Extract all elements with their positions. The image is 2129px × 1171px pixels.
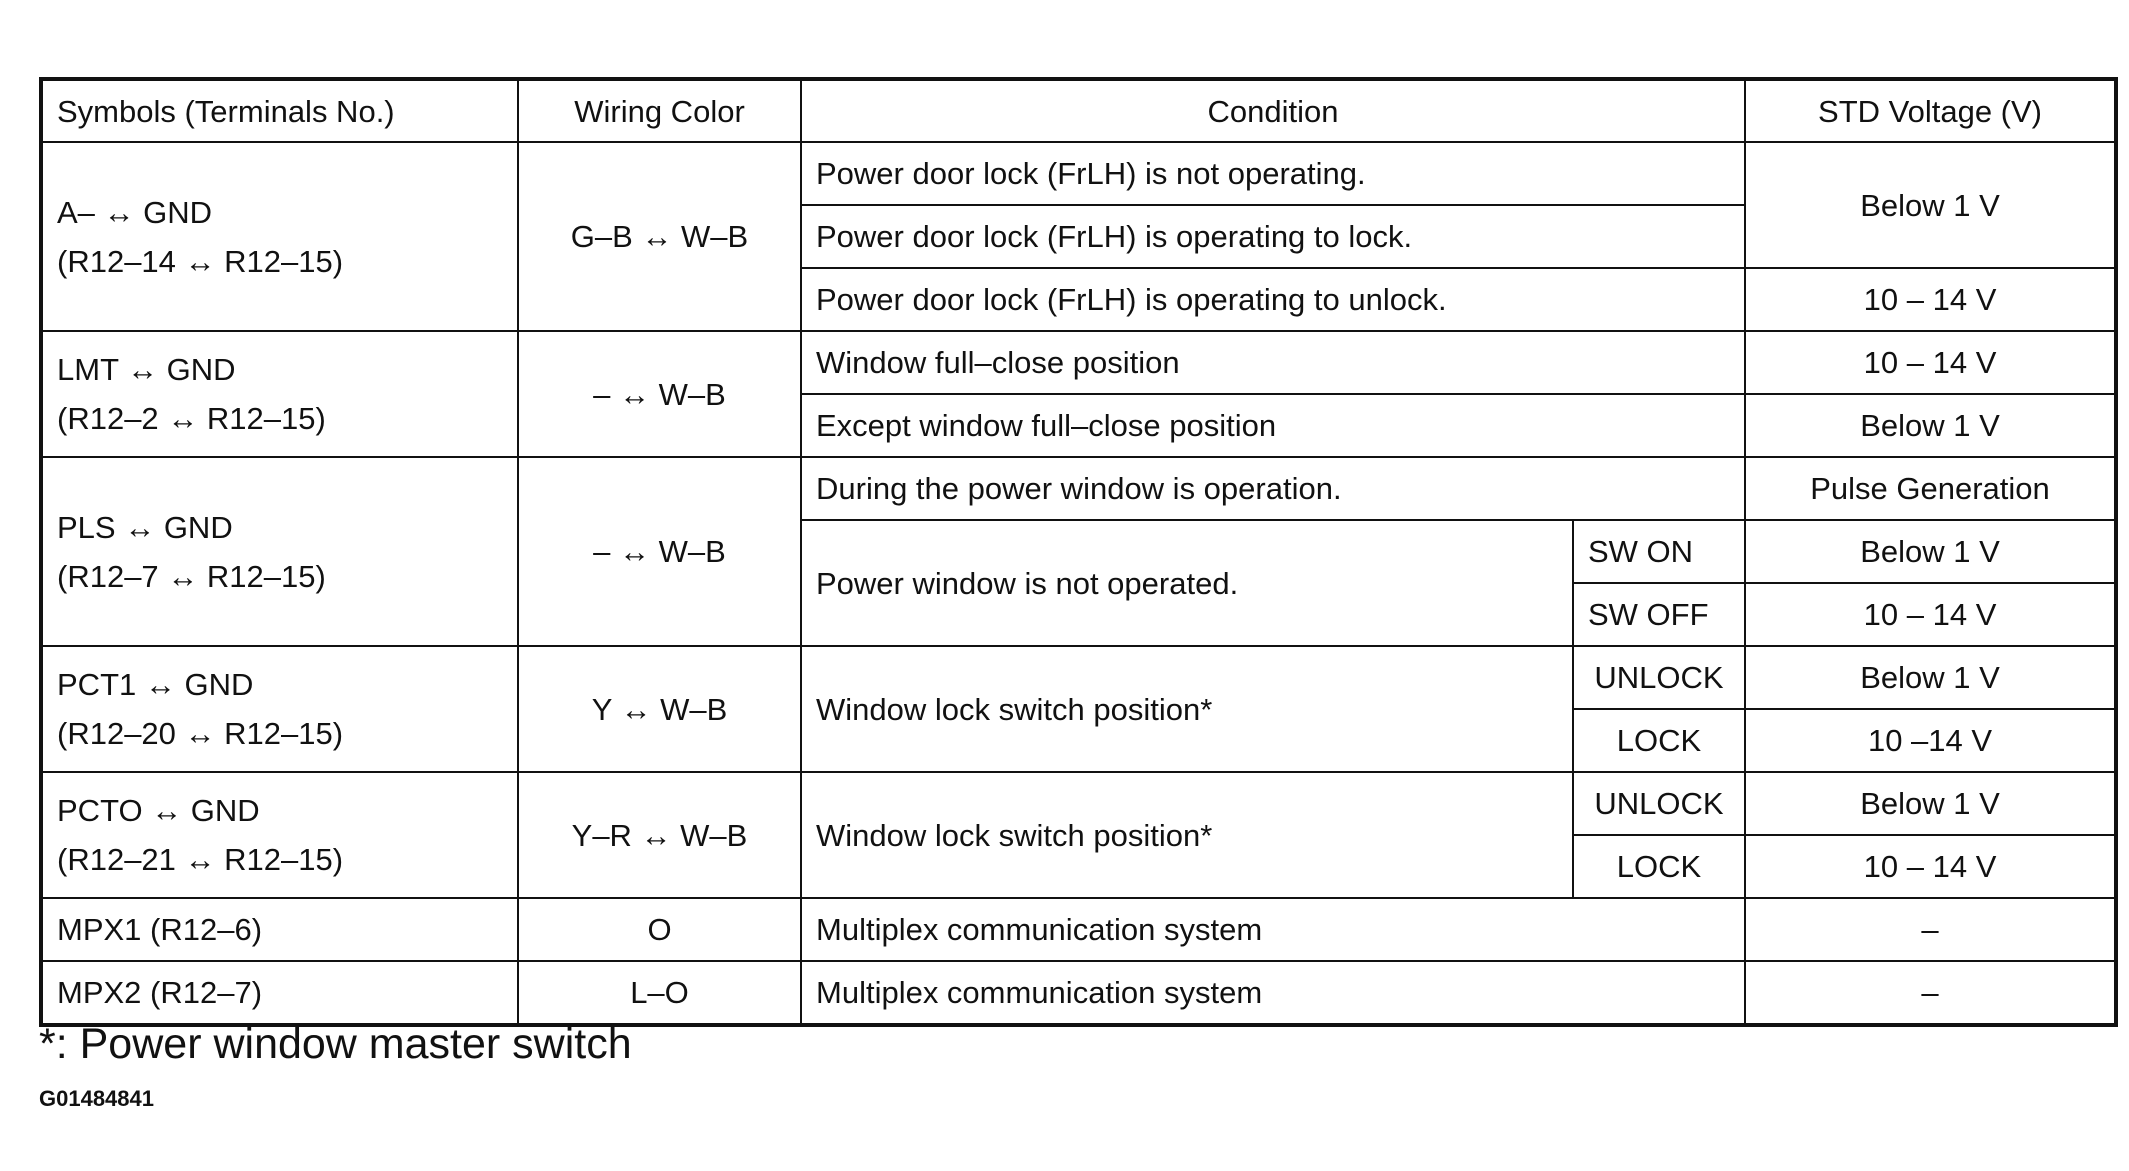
terminal-label: (R12–7 ↔ R12–15)	[57, 558, 326, 594]
voltage-cell: Pulse Generation	[1744, 456, 2118, 521]
symbol-cell-lmt: LMT ↔ GND (R12–2 ↔ R12–15)	[40, 330, 519, 458]
condition-cell: Window lock switch position*	[800, 771, 1574, 899]
voltage-cell: 10 – 14 V	[1744, 582, 2118, 647]
condition-cell: Except window full–close position	[799, 393, 1747, 458]
switch-state-cell: UNLOCK	[1571, 771, 1747, 836]
terminal-label: (R12–2 ↔ R12–15)	[57, 401, 326, 436]
symbol-cell-pcto: PCTO ↔ GND (R12–21 ↔ R12–15)	[40, 771, 519, 899]
symbol-label: A– ↔ GND	[57, 194, 213, 230]
symbol-label: PCT1 ↔ GND	[57, 667, 254, 702]
voltage-cell: –	[1744, 897, 2118, 962]
table-row: Power door lock (FrLH) is operating to l…	[41, 204, 2116, 269]
table-row: MPX2 (R12–7) L–O Multiplex communication…	[40, 960, 2118, 1026]
table-row: Except window full–close position Below …	[41, 393, 2118, 458]
switch-state-cell: SW ON	[1571, 519, 1747, 584]
switch-state-cell: UNLOCK	[1571, 645, 1747, 710]
footnote: *: Power window master switch	[39, 1020, 632, 1068]
wiring-cell-mpx2: L–O	[517, 960, 802, 1026]
table-row: LOCK 10 –14 V	[41, 708, 2118, 773]
header-symbols: Symbols (Terminals No.)	[40, 78, 519, 143]
terminal-voltage-table: Symbols (Terminals No.) Wiring Color Con…	[39, 77, 2119, 1027]
condition-cell: Power door lock (FrLH) is not operating.	[799, 141, 1747, 206]
voltage-cell: 10 – 14 V	[1744, 834, 2118, 899]
condition-cell: Power window is not operated.	[800, 519, 1574, 647]
voltage-cell: Below 1 V	[1744, 393, 2118, 458]
wiring-cell-pct1: Y ↔ W–B	[517, 645, 802, 773]
header-wiring-color: Wiring Color	[517, 78, 802, 143]
figure-id: G01484841	[39, 1086, 154, 1111]
symbol-label: LMT ↔ GND	[57, 352, 236, 387]
symbol-cell-pct1: PCT1 ↔ GND (R12–20 ↔ R12–15)	[40, 645, 519, 773]
switch-state-cell: SW OFF	[1571, 582, 1747, 647]
terminal-label: (R12–14 ↔ R12–15)	[57, 243, 344, 279]
terminal-label: (R12–20 ↔ R12–15)	[57, 716, 344, 751]
wiring-cell-mpx1: O	[517, 897, 802, 962]
terminal-label: (R12–21 ↔ R12–15)	[57, 842, 344, 877]
voltage-cell: Below 1 V	[1744, 519, 2118, 584]
switch-state-cell: LOCK	[1571, 834, 1747, 899]
table-row: LOCK 10 – 14 V	[41, 834, 2118, 899]
table-row: Power window is not operated. SW ON Belo…	[41, 519, 2118, 647]
symbol-label: PLS ↔ GND	[57, 509, 233, 545]
table-row: A– ↔ GND (R12–14 ↔ R12–15) G–B ↔ W–B Pow…	[40, 141, 2118, 332]
header-condition: Condition	[799, 78, 1747, 143]
condition-cell: Window lock switch position*	[800, 645, 1574, 773]
table-header-row: Symbols (Terminals No.) Wiring Color Con…	[40, 78, 2118, 143]
voltage-cell: Below 1 V	[1744, 771, 2118, 836]
table-row: PCT1 ↔ GND (R12–20 ↔ R12–15) Y ↔ W–B Win…	[40, 645, 2118, 773]
table-row: MPX1 (R12–6) O Multiplex communication s…	[40, 897, 2118, 962]
condition-cell: Multiplex communication system	[799, 897, 1747, 962]
symbol-cell-pls: PLS ↔ GND (R12–7 ↔ R12–15)	[40, 456, 519, 647]
condition-cell: During the power window is operation.	[799, 456, 1747, 521]
wiring-cell-pls: – ↔ W–B	[517, 456, 802, 647]
table-row: PCTO ↔ GND (R12–21 ↔ R12–15) Y–R ↔ W–B W…	[40, 771, 2118, 899]
voltage-cell: 10 –14 V	[1744, 708, 2118, 773]
condition-cell: Multiplex communication system	[799, 960, 1747, 1026]
switch-state-cell: LOCK	[1571, 708, 1747, 773]
voltage-cell: –	[1744, 960, 2118, 1026]
symbol-cell-mpx2: MPX2 (R12–7)	[40, 960, 519, 1026]
symbol-cell-mpx1: MPX1 (R12–6)	[40, 897, 519, 962]
condition-cell: Power door lock (FrLH) is operating to u…	[799, 267, 1747, 332]
table-row: Power door lock (FrLH) is operating to u…	[41, 267, 2118, 332]
voltage-cell: Below 1 V	[1744, 141, 2118, 269]
voltage-cell: Below 1 V	[1744, 645, 2118, 710]
wiring-cell-a: G–B ↔ W–B	[517, 141, 802, 332]
voltage-cell: 10 – 14 V	[1744, 267, 2118, 332]
table-row: PLS ↔ GND (R12–7 ↔ R12–15) – ↔ W–B Durin…	[40, 456, 2118, 647]
condition-cell: Power door lock (FrLH) is operating to l…	[799, 204, 1747, 269]
header-std-voltage: STD Voltage (V)	[1744, 78, 2118, 143]
symbol-label: PCTO ↔ GND	[57, 793, 260, 828]
voltage-cell: 10 – 14 V	[1744, 330, 2118, 395]
condition-cell: Window full–close position	[799, 330, 1747, 395]
table-row: SW OFF 10 – 14 V	[41, 582, 2118, 647]
wiring-cell-pcto: Y–R ↔ W–B	[517, 771, 802, 899]
table-row: LMT ↔ GND (R12–2 ↔ R12–15) – ↔ W–B Windo…	[40, 330, 2118, 458]
symbol-cell-a: A– ↔ GND (R12–14 ↔ R12–15)	[40, 141, 519, 332]
wiring-cell-lmt: – ↔ W–B	[517, 330, 802, 458]
